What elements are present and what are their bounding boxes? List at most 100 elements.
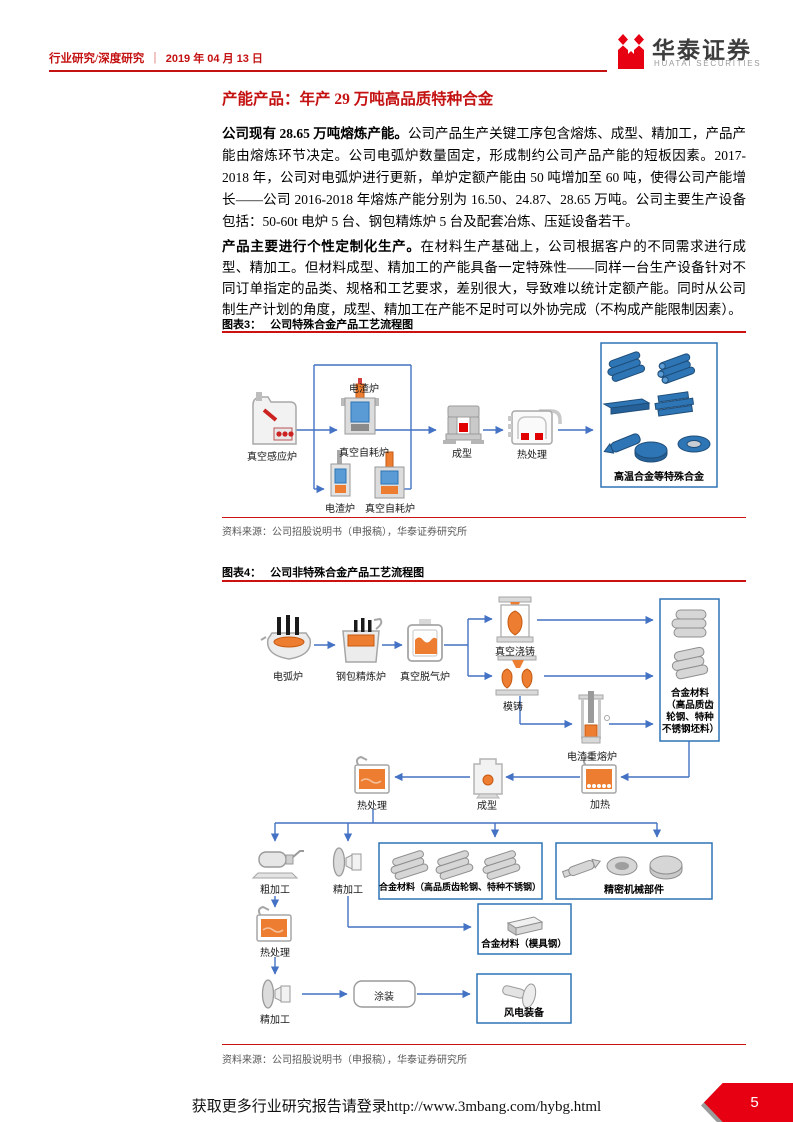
label-forming: 成型 [477,801,497,812]
figure4-number: 图表4： [222,567,262,579]
label-precision-parts: 精密机械部件 [604,885,664,896]
label-electroslag-remelting-furnace: 电渣重熔炉 [567,752,617,763]
label-painting: 涂装 [374,992,394,1003]
alloy-ring-icon [677,435,711,453]
steel-rod-bundle-icon [482,850,521,880]
steel-coil-icon [671,609,707,638]
paragraph-lead: 产品主要进行个性定制化生产。 [222,239,421,254]
figure3-caption: 图表3： 公司特殊合金产品工艺流程图 [222,316,413,332]
forming-press-icon [443,405,484,444]
label-special-alloy-products: 高温合金等特殊合金 [614,472,704,483]
alloy-rod-bundle-icon [657,353,696,384]
figure4-title: 公司非特殊合金产品工艺流程图 [270,567,425,579]
figure4-caption: 图表4： 公司非特殊合金产品工艺流程图 [222,564,424,580]
alloy-disc-icon [634,441,668,463]
vacuum-consumable-furnace-icon [341,378,379,435]
flow-lines [270,614,690,999]
label-ladle-refining-furnace: 钢包精炼炉 [336,672,386,683]
vacuum-induction-furnace-icon [252,392,297,445]
label-mold-casting: 模铸 [503,702,523,713]
paragraph-lead: 公司现有 28.65 万吨熔炼产能。 [222,126,408,141]
alloy-bar-stack-icon [654,391,695,417]
heat-treatment-furnace-icon [508,409,562,445]
electric-arc-furnace-icon [260,615,312,660]
disc-icon [649,855,683,880]
page-number: 5 [750,1094,759,1111]
label-vacuum-consumable-furnace: 真空自耗炉 [339,448,389,459]
figure4-bottom-rule [222,1044,746,1045]
figure3-title: 公司特殊合金产品工艺流程图 [270,319,414,331]
label-heat-treatment-2: 热处理 [260,948,290,959]
figure3-source: 资料来源：公司招股说明书（申报稿），华泰证券研究所 [222,527,467,538]
paragraph-body: 公司产品生产关键工序包含熔炼、成型、精加工，产品产能由熔炼环节决定。公司电弧炉数… [222,126,747,229]
header-rule [49,70,607,72]
electroslag-remelting-furnace-icon [578,691,610,744]
alloy-pointed-billet-icon [603,433,641,454]
header-meta: 行业研究/深度研究 ｜ 2019 年 04 月 13 日 [49,50,263,66]
huatai-logo-icon [618,34,644,69]
vacuum-degassing-furnace-icon [407,619,443,662]
forming-press-icon [473,758,503,799]
figure3-diagram: 真空感应炉 电渣炉 真空自耗炉 电渣炉 真空自耗炉 成型 热处理 高温合金等特殊… [222,338,746,516]
label-forming: 成型 [452,449,472,460]
label-wind-power-equipment: 风电装备 [504,1008,544,1019]
label-rough-machining: 粗加工 [260,885,290,896]
steel-cylinder-bundle-icon [671,646,709,680]
brand-name-en: HUATAI SECURITIES [654,59,762,68]
figure3-caption-rule [222,331,746,333]
shaft-icon [561,858,602,878]
header-divider: ｜ [149,53,161,65]
ring-icon [606,856,638,876]
heating-kettle-icon [581,755,617,794]
label-heat-treatment: 热处理 [517,450,547,461]
figure4-source: 资料来源：公司招股说明书（申报稿），华泰证券研究所 [222,1055,467,1066]
fine-machining-icon [332,847,362,877]
section-title: 产能产品：年产 29 万吨高品质特种合金 [222,91,494,108]
label-electroslag-furnace-bottom: 电渣炉 [325,504,355,515]
figure4-diagram: 电弧炉 钢包精炼炉 真空脱气炉 真空浇铸 模铸 电渣重熔炉 合金材料（高品质齿轮… [222,585,746,1040]
alloy-billet-products-box [659,598,720,742]
label-alloy-bars-products: 合金材料（高品质齿轮钢、特种不锈钢） [378,882,542,892]
label-fine-machining-1: 精加工 [333,885,363,896]
paragraph-capacity: 公司现有 28.65 万吨熔炼产能。公司产品生产关键工序包含熔炼、成型、精加工，… [222,123,746,233]
label-vacuum-casting: 真空浇铸 [495,647,535,658]
ladle-refining-furnace-icon [342,617,383,663]
figure3-bottom-rule [222,517,746,518]
figure4-caption-rule [222,580,746,582]
vacuum-casting-icon [496,596,534,643]
wind-power-bolt-icon [502,983,537,1009]
wind-power-box [476,973,572,1024]
mold-steel-box [477,903,572,955]
alloy-bar-icon [602,398,651,415]
special-alloy-products-box [600,342,718,488]
steel-rod-bundle-icon [390,850,429,880]
label-electric-arc-furnace: 电弧炉 [273,672,303,683]
label-heating: 加热 [590,800,610,811]
flow-lines [296,364,594,494]
label-alloy-billet-products: 合金材料（高品质齿轮钢、特种不锈钢坯料） [662,689,720,735]
report-category: 行业研究/深度研究 [49,53,145,65]
label-vacuum-consumable-furnace-bottom: 真空自耗炉 [365,504,415,515]
brand-name-cn: 华泰证券 [652,37,752,63]
fine-machining-icon [261,979,291,1009]
vacuum-consumable-furnace-icon [374,451,405,499]
label-mold-steel-products: 合金材料（模具钢） [481,940,567,950]
painting-box [353,980,416,1008]
precision-parts-box [555,842,713,900]
report-date: 2019 年 04 月 13 日 [165,53,263,65]
mold-casting-icon [495,655,539,696]
steel-block-icon [506,916,544,936]
electroslag-furnace-icon [330,450,351,497]
steel-rod-bundle-icon [435,850,474,880]
heat-treatment-kettle-icon [354,755,390,794]
label-heat-treatment-1: 热处理 [357,801,387,812]
paragraph-body: 在材料生产基础上，公司根据客户的不同需求进行成型、精加工。但材料成型、精加工的产… [222,239,747,317]
label-electroslag-furnace-top: 电渣炉 [349,384,379,395]
figure3-number: 图表3： [222,319,262,331]
rough-machining-icon [251,850,304,879]
heat-treatment-kettle-icon [256,905,292,942]
footer-promo-link[interactable]: 获取更多行业研究报告请登录http://www.3mbang.com/hybg.… [191,1099,602,1115]
label-vacuum-degassing-furnace: 真空脱气炉 [400,672,450,683]
label-fine-machining-2: 精加工 [260,1015,290,1026]
